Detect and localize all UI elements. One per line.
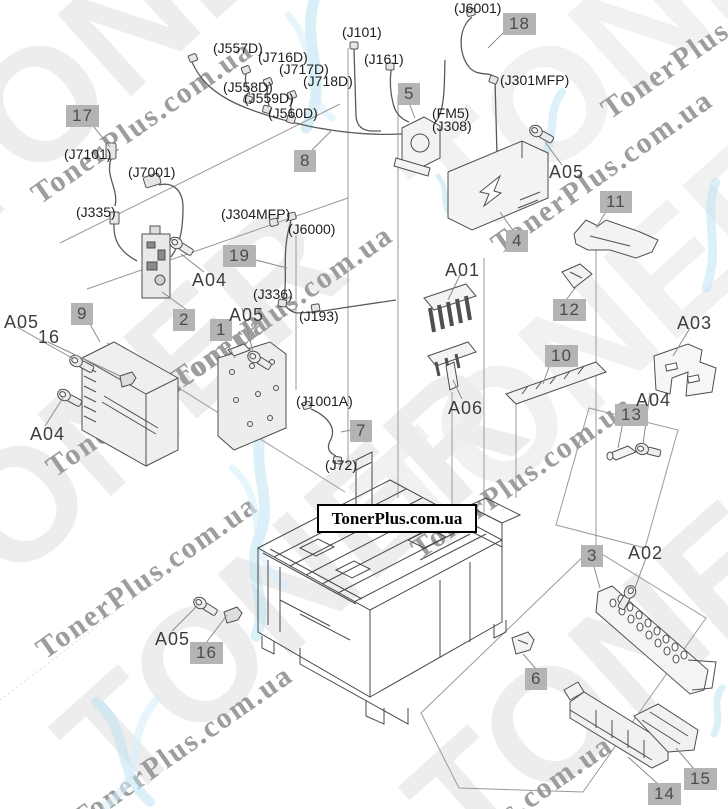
label-j301mfp: (J301MFP): [500, 72, 570, 88]
label-j336: (J336): [253, 286, 293, 302]
callout-16-left: 16: [38, 327, 61, 347]
callout-14: 14: [648, 783, 681, 805]
screw-a05-top-right: [527, 122, 556, 146]
j161-wire: [389, 69, 410, 123]
harness-19-wire: [283, 220, 397, 314]
ref-a06: A06: [448, 398, 484, 418]
callout-8: 8: [294, 150, 317, 172]
label-j717d: (J717D): [279, 61, 329, 77]
part-16-clip-bottom: [223, 606, 243, 624]
callout-10: 10: [545, 345, 578, 367]
part-11-bracket: [573, 219, 659, 259]
label-j72: (J72): [325, 457, 357, 473]
callout-5: 5: [398, 83, 421, 105]
part-2-pcb: [141, 225, 171, 299]
parts: [55, 116, 717, 769]
callout-19: 19: [223, 245, 256, 267]
callout-18: 18: [503, 13, 536, 35]
leader-lines: [16, 29, 695, 785]
ref-a05-bottom: A05: [155, 629, 191, 649]
label-j716d: (J716D): [258, 49, 308, 65]
part-13-roller: [606, 445, 638, 461]
label-j6000: (J6000): [288, 221, 336, 237]
label-j558d: (J558D): [223, 79, 273, 95]
blue-swooshes: [91, 0, 726, 809]
j1001a-wire: [310, 408, 337, 457]
screw-a04-right: [633, 441, 663, 460]
part-a01-guide: [423, 283, 477, 333]
label-j7001: (J7001): [128, 164, 176, 180]
label-j559d: (J559D): [244, 90, 294, 106]
callout-7: 7: [350, 420, 373, 442]
callout-2: 2: [173, 309, 196, 331]
part-14-rail: [563, 681, 669, 769]
label-j560d: (J560D): [268, 105, 318, 121]
ref-a05-mid: A05: [229, 305, 265, 325]
callout-12: 12: [553, 299, 586, 321]
ref-a04-mid: A04: [192, 270, 228, 290]
ref-a05-left: A05: [4, 312, 40, 332]
ref-a05-top-right: A05: [549, 162, 585, 182]
label-fm5: (FM5): [432, 105, 470, 121]
part-12-bracket: [561, 263, 593, 289]
label-j335: (J335): [76, 204, 116, 220]
callout-4: 4: [506, 230, 529, 252]
part-5-fan: [393, 116, 441, 177]
label-j308: (J308): [432, 118, 472, 134]
harness-8-wire: [191, 59, 446, 136]
callout-17: 17: [66, 105, 99, 127]
j7101-wire: [108, 158, 117, 207]
printer-chassis: [256, 451, 522, 725]
j101-wire: [353, 48, 381, 132]
part-4-duct: [447, 140, 549, 231]
part-3-strip: [595, 585, 717, 695]
part-6-bracket: [511, 631, 535, 655]
label-j718d: (J718D): [303, 73, 353, 89]
label-j304mfp: (J304MFP): [221, 206, 291, 222]
j7101-plug: [105, 142, 117, 160]
callout-9: 9: [71, 303, 94, 325]
ref-a04-right: A04: [636, 390, 672, 410]
label-j7101: (J7101): [64, 146, 112, 162]
label-j6001: (J6001): [454, 0, 502, 16]
ref-a04-left: A04: [30, 424, 66, 444]
screw-a05-bottom: [191, 594, 220, 619]
callout-16: 16: [190, 642, 223, 664]
label-j193: (J193): [299, 308, 339, 324]
label-j101: (J101): [342, 24, 382, 40]
callout-11: 11: [600, 191, 632, 213]
j6001-wire: [460, 16, 498, 156]
callout-15: 15: [684, 768, 717, 790]
wire-connectors: [105, 7, 500, 465]
label-j557d: (J557D): [213, 40, 263, 56]
part-a06-guide: [427, 341, 477, 391]
part-15-bracket: [633, 703, 699, 753]
screw-a04-left: [55, 386, 84, 410]
part-10-rail: [505, 361, 607, 405]
callout-13: 13: [615, 404, 648, 426]
ref-a01: A01: [445, 260, 481, 280]
callout-3: 3: [581, 545, 604, 567]
label-j1001a: (J1001A): [296, 393, 353, 409]
part-16-clip-left: [119, 371, 137, 388]
callout-1: 1: [210, 319, 233, 341]
callout-6: 6: [525, 668, 548, 690]
j335-plug: [109, 211, 120, 225]
ref-a03: A03: [677, 313, 713, 333]
ref-a02: A02: [628, 543, 664, 563]
j7001-plug: [142, 172, 162, 189]
part-a03-bracket: [653, 343, 717, 397]
part-9-power-supply: [81, 341, 179, 467]
label-j161: (J161): [364, 51, 404, 67]
site-label-box: TonerPlus.com.ua: [317, 504, 477, 533]
